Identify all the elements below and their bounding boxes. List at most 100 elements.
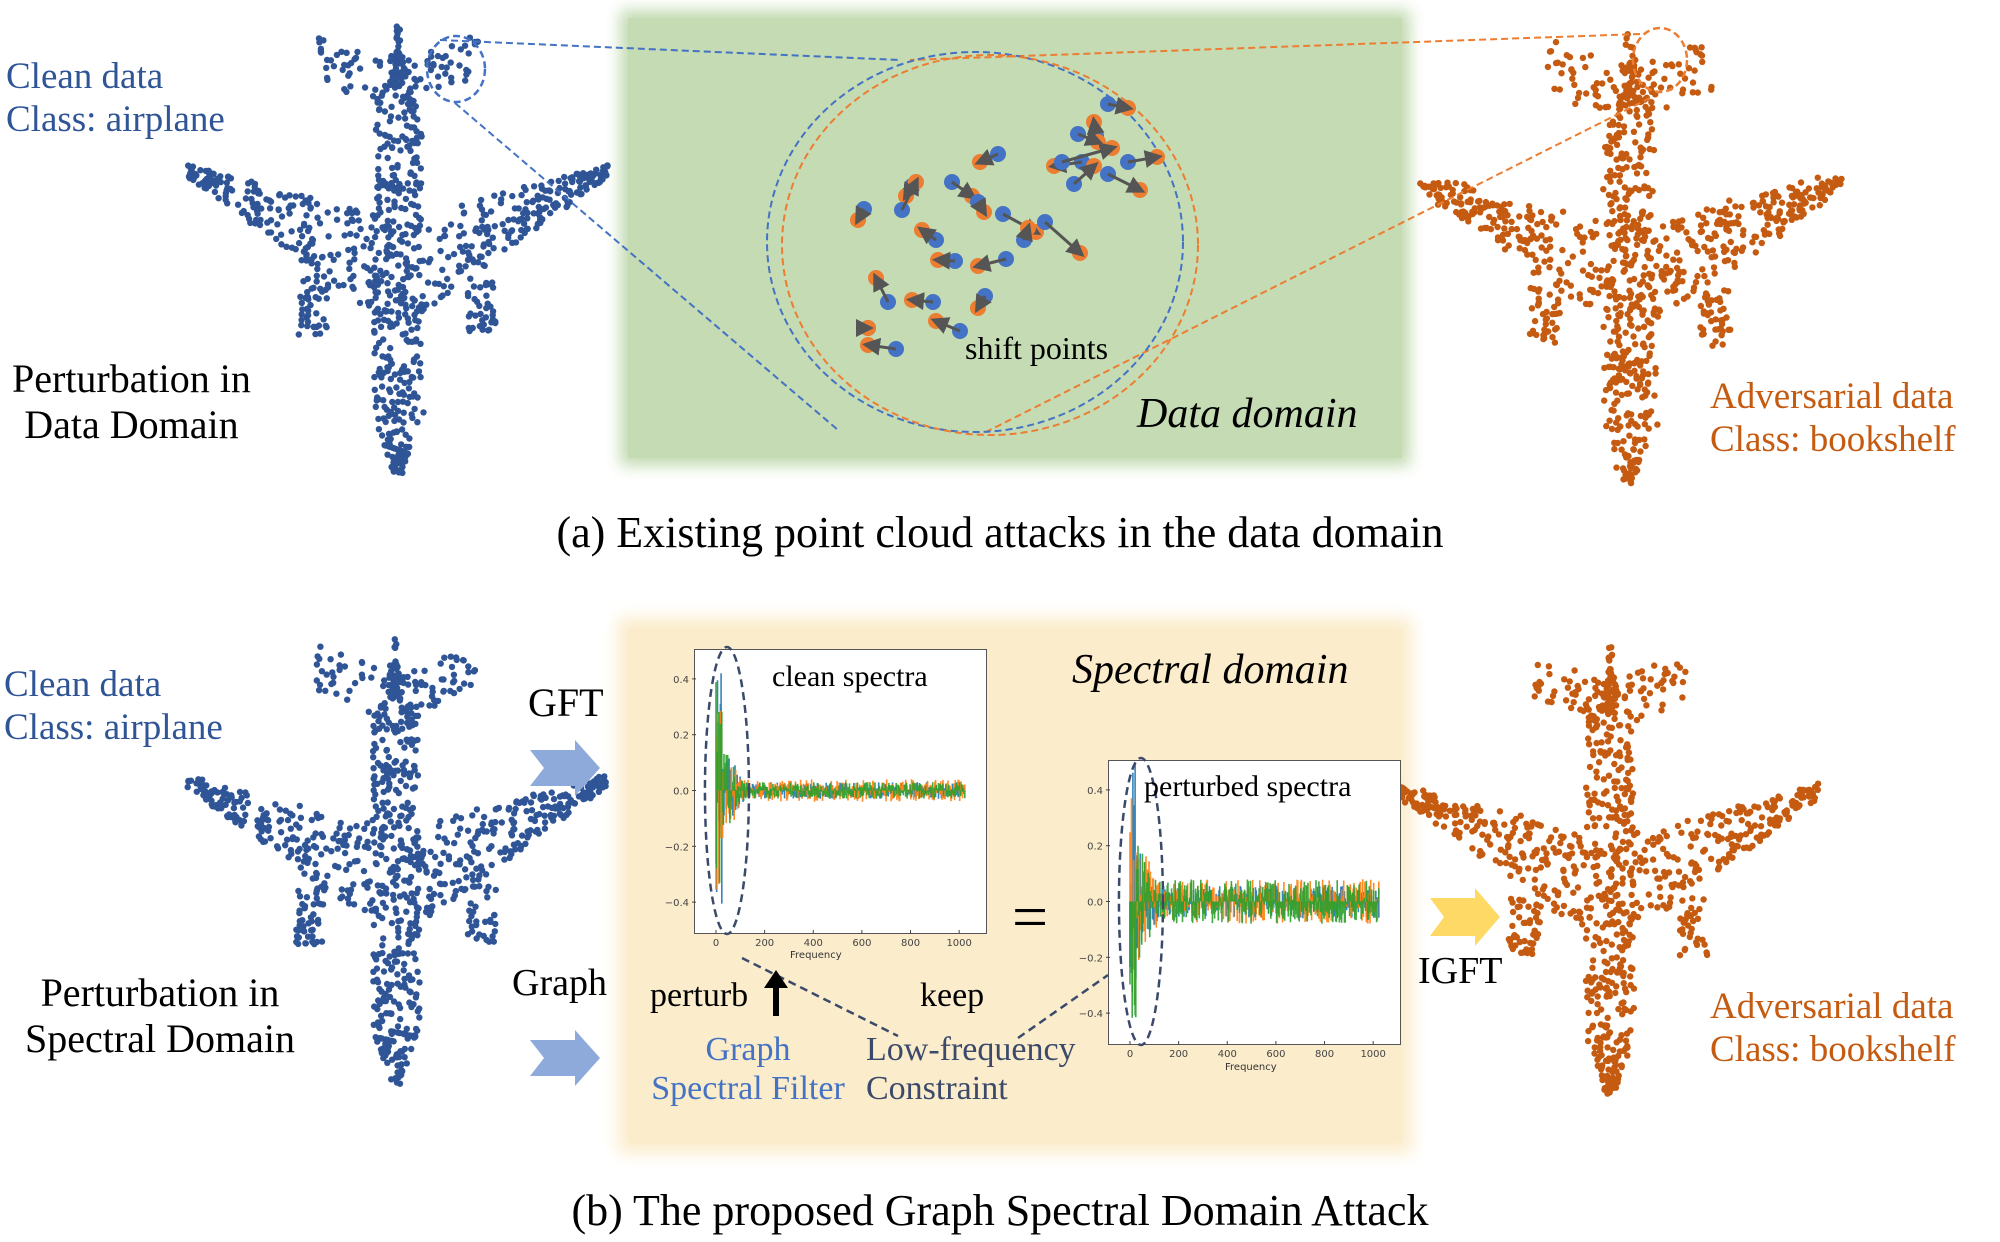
point <box>509 239 516 246</box>
point <box>415 368 423 375</box>
point <box>402 311 409 318</box>
point <box>378 92 385 99</box>
point <box>383 269 390 277</box>
point <box>266 205 274 212</box>
point <box>367 244 374 252</box>
point <box>417 373 424 381</box>
point <box>273 235 280 243</box>
point <box>1605 219 1612 226</box>
point <box>1648 126 1656 133</box>
point <box>399 93 407 101</box>
point <box>535 203 542 211</box>
point <box>307 301 314 309</box>
point <box>406 378 413 386</box>
point <box>1612 293 1619 300</box>
point <box>1623 164 1630 171</box>
point <box>361 84 369 91</box>
point <box>185 162 192 169</box>
point <box>288 228 295 235</box>
point <box>1607 178 1614 185</box>
point <box>456 243 464 251</box>
point <box>375 183 382 190</box>
point <box>1617 365 1624 373</box>
point <box>1620 129 1628 136</box>
point <box>463 66 470 74</box>
point <box>313 310 320 317</box>
point <box>505 216 512 224</box>
point <box>1627 479 1635 487</box>
point <box>441 226 448 233</box>
point <box>416 180 423 188</box>
point <box>326 268 333 275</box>
point <box>388 103 395 111</box>
point <box>1609 208 1616 215</box>
point <box>437 247 444 255</box>
point <box>417 216 424 223</box>
point <box>323 324 330 331</box>
point <box>254 210 261 217</box>
point <box>476 202 484 209</box>
point <box>380 225 387 232</box>
point <box>382 180 389 187</box>
point <box>476 302 483 310</box>
point <box>398 204 405 212</box>
point <box>484 223 491 231</box>
point <box>1623 150 1630 158</box>
point <box>477 284 484 291</box>
point <box>411 191 419 199</box>
point <box>341 232 348 239</box>
point <box>391 458 399 465</box>
point <box>405 68 412 76</box>
point <box>417 165 424 172</box>
point <box>603 172 610 179</box>
point <box>316 220 324 227</box>
point <box>413 308 421 315</box>
point <box>472 227 479 234</box>
point <box>1645 213 1652 221</box>
point <box>469 256 476 263</box>
point <box>399 283 407 291</box>
point <box>1636 380 1644 387</box>
point <box>387 113 395 120</box>
point <box>304 275 311 283</box>
point <box>1626 100 1633 107</box>
point <box>396 455 404 463</box>
point <box>1625 390 1633 397</box>
point <box>1626 277 1634 284</box>
point <box>202 167 210 175</box>
point <box>381 131 388 139</box>
point <box>1608 242 1615 249</box>
point <box>211 188 219 196</box>
point <box>1611 350 1619 357</box>
point <box>1641 386 1649 393</box>
point <box>388 179 395 187</box>
point <box>390 218 397 225</box>
point <box>524 215 531 222</box>
point <box>327 251 334 259</box>
point <box>386 242 394 249</box>
point <box>298 311 305 318</box>
point <box>442 70 449 77</box>
point <box>347 83 354 90</box>
point <box>455 268 462 275</box>
point <box>554 201 561 209</box>
point <box>520 220 528 227</box>
point <box>1623 454 1630 461</box>
point <box>327 57 335 64</box>
point <box>476 322 483 330</box>
point <box>1643 357 1650 365</box>
point <box>448 74 455 82</box>
point <box>343 49 350 56</box>
point <box>1632 469 1639 476</box>
point <box>424 279 432 286</box>
point <box>1623 217 1631 224</box>
point <box>555 177 562 185</box>
point <box>411 224 419 232</box>
point <box>356 65 364 72</box>
point <box>427 66 435 74</box>
point <box>394 47 401 55</box>
point <box>363 235 370 243</box>
perturbation-line-1: Perturbation in <box>12 356 251 401</box>
point <box>373 397 380 404</box>
point <box>373 274 380 281</box>
